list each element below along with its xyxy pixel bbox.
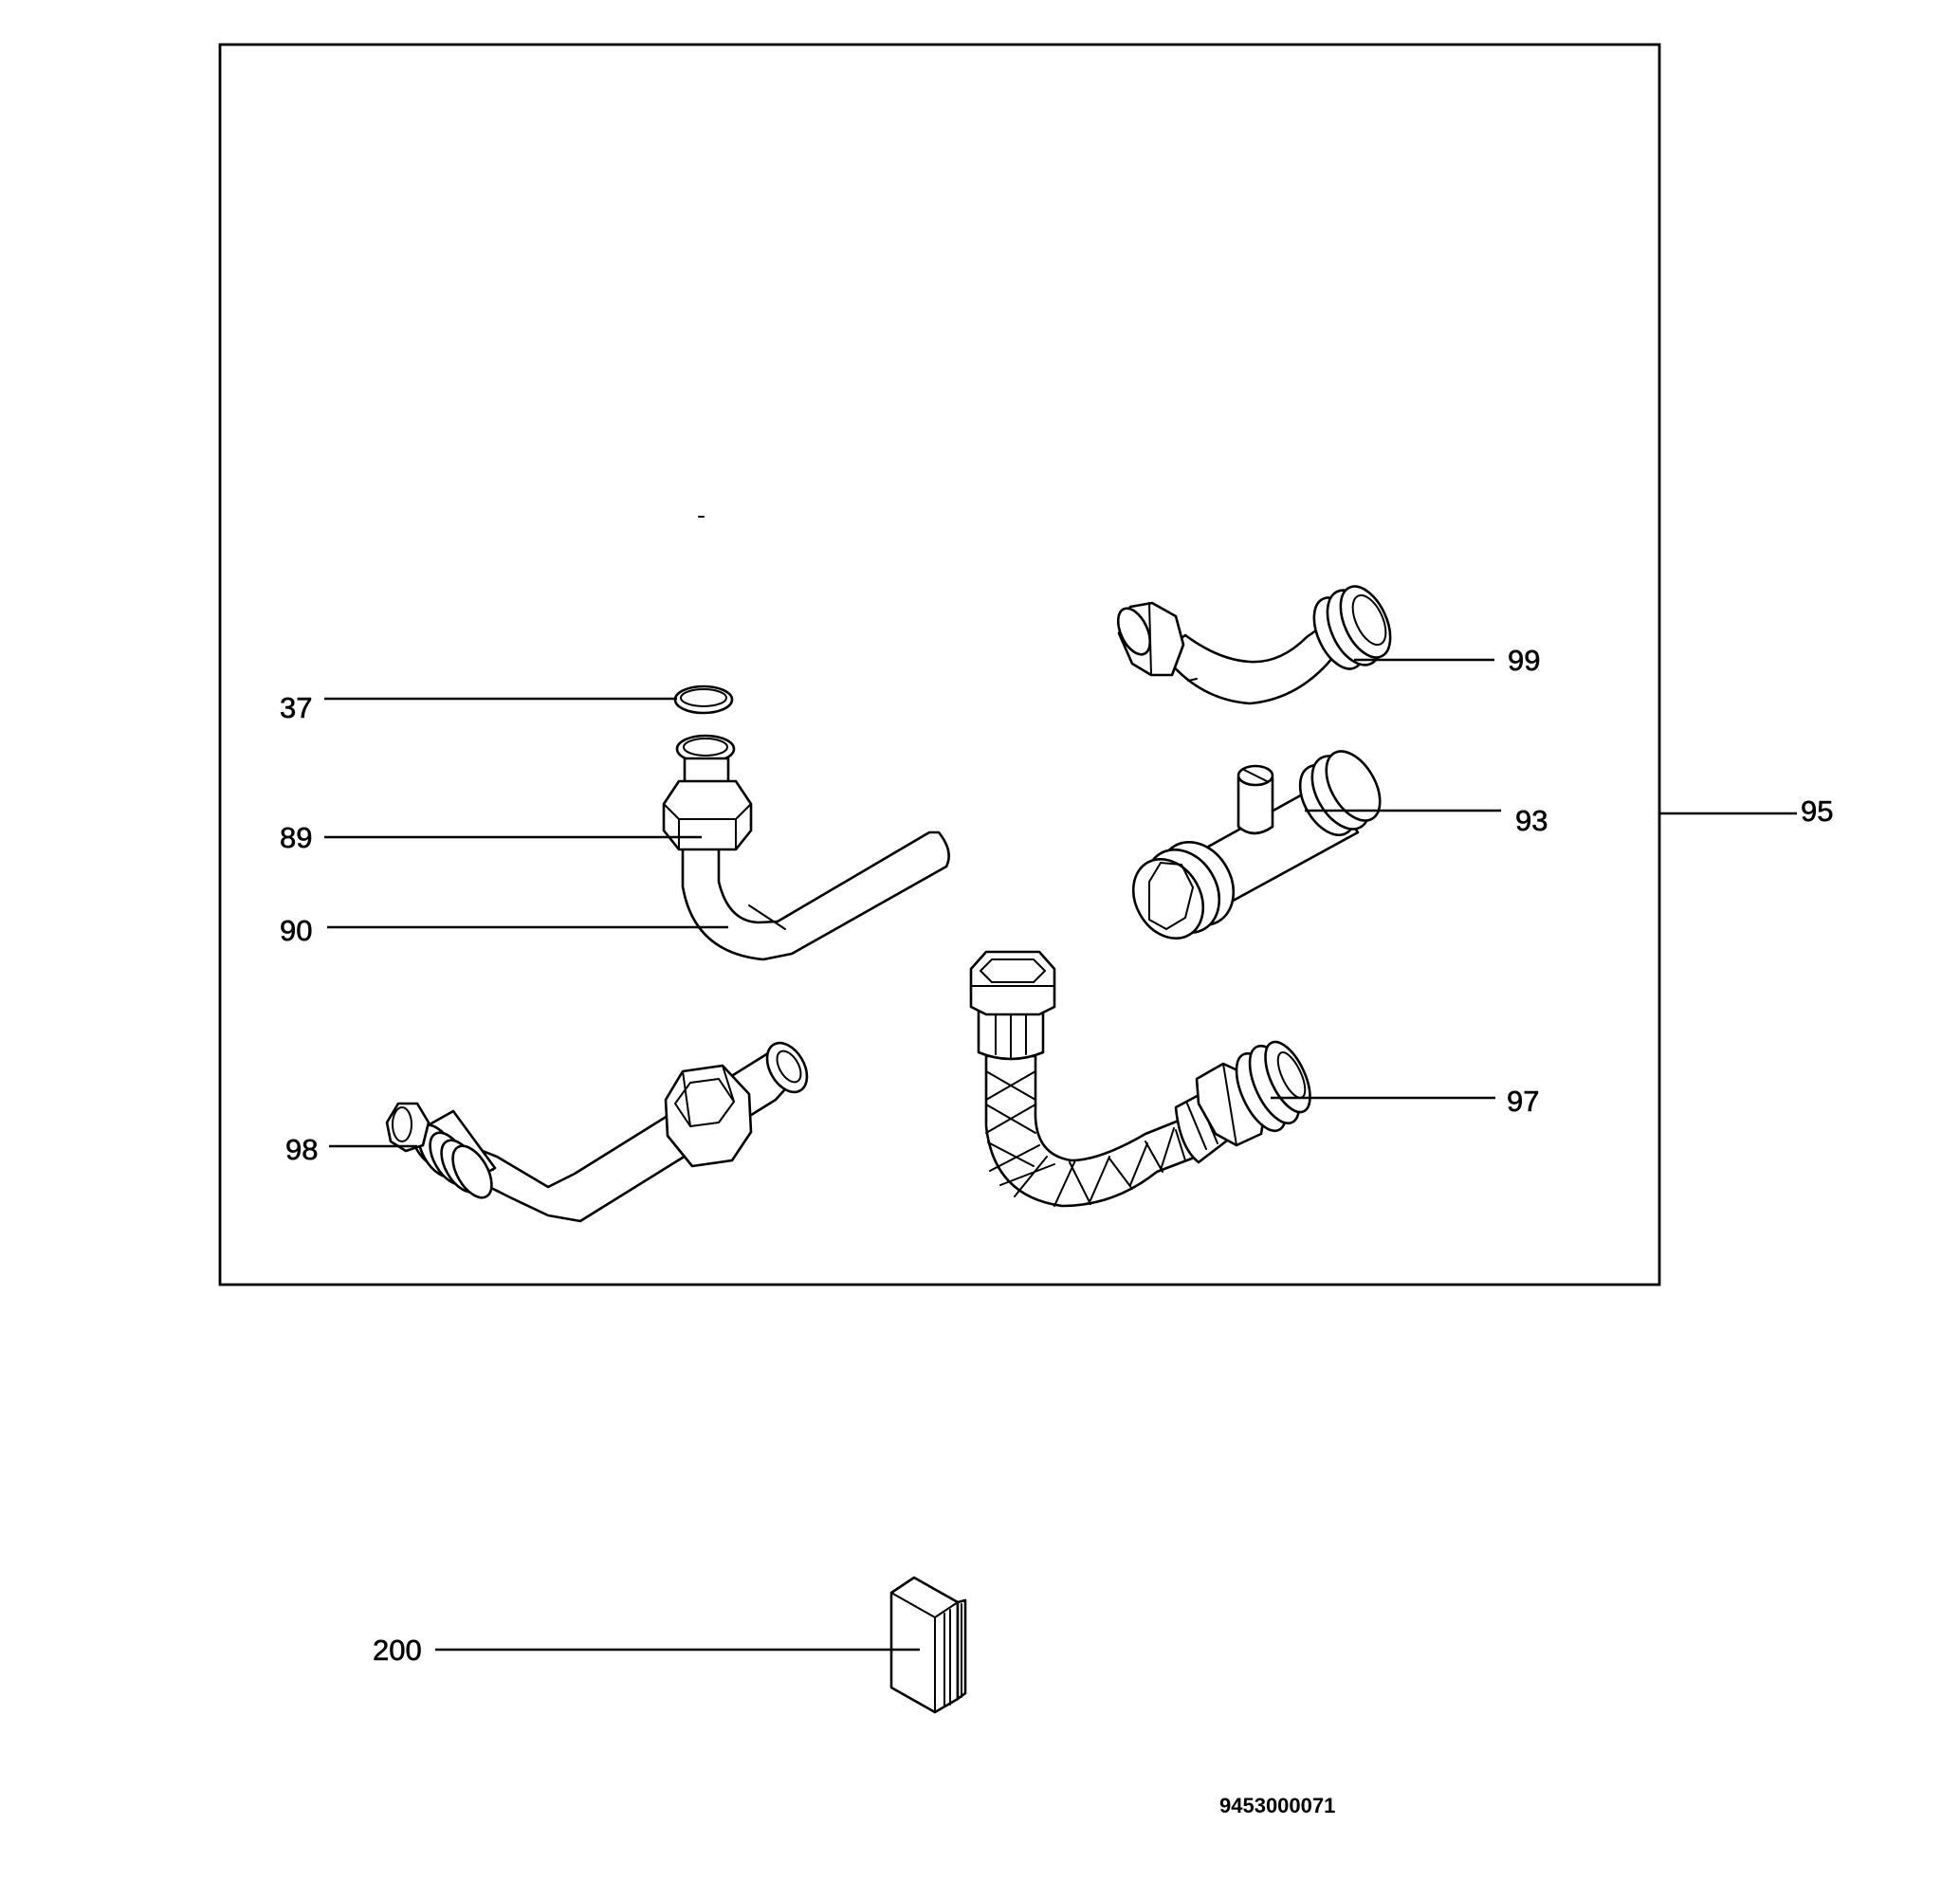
callout-98: 98 — [285, 1133, 318, 1166]
part-98-bent-pipe-icon[interactable] — [385, 1036, 815, 1223]
part-93-tee-connector-icon[interactable] — [1120, 742, 1391, 951]
callout-97: 97 — [1507, 1085, 1539, 1118]
kit-frame — [218, 43, 1661, 1287]
part-90-elbow-pipe-icon[interactable] — [681, 830, 950, 961]
part-89-union-nut-icon[interactable] — [662, 734, 753, 851]
part-97-braided-hose-icon[interactable] — [969, 950, 1319, 1208]
callout-89: 89 — [280, 821, 312, 854]
callout-200: 200 — [373, 1634, 422, 1667]
callout-37: 37 — [280, 691, 312, 724]
callout-93: 93 — [1515, 804, 1548, 837]
callout-90: 90 — [280, 914, 312, 947]
callout-95: 95 — [1801, 794, 1833, 828]
document-number: 9453000071 — [1219, 1794, 1335, 1817]
part-200-manual-booklet-icon[interactable] — [889, 1576, 967, 1714]
part-99-bend-connector-icon[interactable] — [1111, 578, 1401, 705]
part-37-seal-ring-icon[interactable] — [673, 684, 734, 715]
callout-99: 99 — [1508, 644, 1540, 677]
